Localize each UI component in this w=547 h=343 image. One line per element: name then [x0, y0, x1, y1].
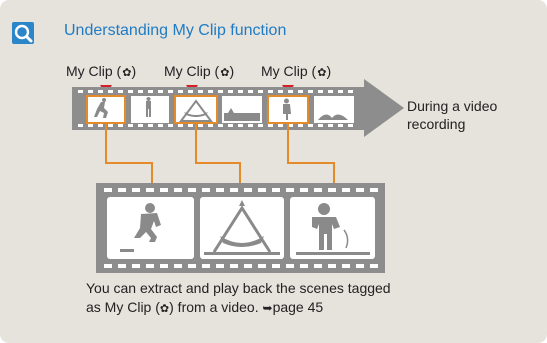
caption-line-1: You can extract and play back the scenes…	[86, 280, 391, 296]
connector-lines	[105, 124, 335, 183]
my-clip-label-3: My Clip (✿)	[261, 63, 332, 79]
recording-film-strip	[72, 79, 404, 137]
my-clip-icon: ✿	[220, 67, 230, 79]
description-line-2: recording	[407, 116, 466, 132]
recording-description: During a video recording	[407, 97, 497, 133]
page-reference[interactable]: page 45	[272, 299, 324, 315]
description-line-1: During a video	[407, 98, 498, 114]
my-clip-icon: ✿	[122, 67, 132, 79]
search-icon	[12, 22, 34, 44]
page-arrow-icon: ➥	[262, 301, 273, 315]
my-clip-icon: ✿	[159, 303, 170, 315]
my-clip-label-1: My Clip (✿)	[66, 63, 137, 79]
my-clip-icon: ✿	[317, 67, 327, 79]
extracted-clips-film-strip	[96, 183, 385, 273]
my-clip-label-2: My Clip (✿)	[164, 63, 235, 79]
caption-line-2: as My Clip (✿) from a video. ➥page 45	[86, 299, 324, 315]
page-title: Understanding My Clip function	[64, 22, 287, 39]
caption: You can extract and play back the scenes…	[86, 279, 506, 319]
